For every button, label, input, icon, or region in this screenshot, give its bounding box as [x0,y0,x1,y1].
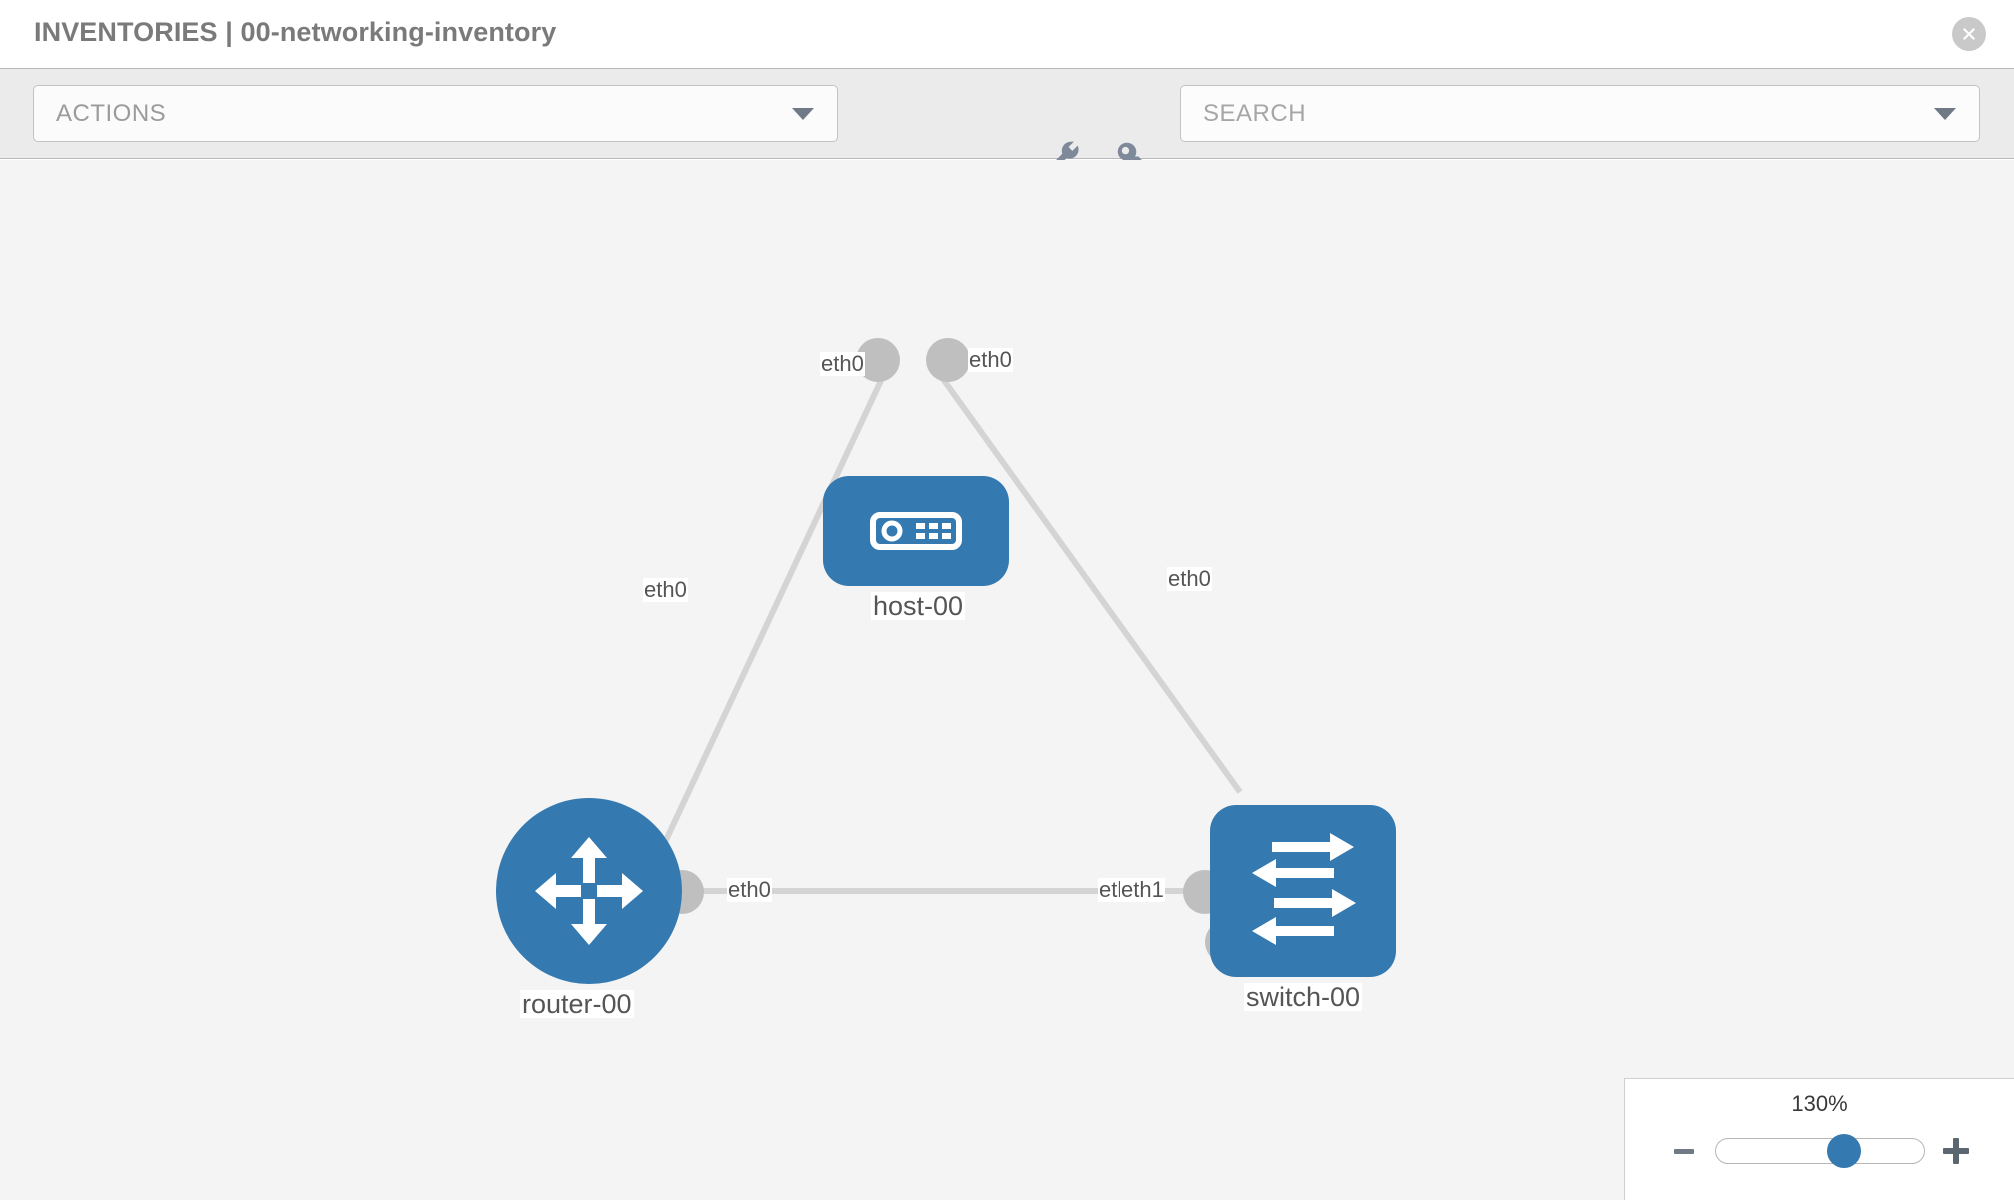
plus-icon[interactable] [1939,1134,1973,1168]
close-icon[interactable] [1952,17,1986,51]
node-router-00-label: router-00 [520,989,634,1019]
chevron-down-icon [792,107,814,120]
edge-label-host00-switch00-target: eth0 [1167,566,1212,592]
search-field[interactable] [1180,85,1980,142]
search-input[interactable] [1203,99,1903,128]
close-x-glyph [1963,28,1975,40]
node-router-00-shape[interactable] [496,798,682,984]
page-title: INVENTORIES | 00-networking-inventory [34,17,557,47]
zoom-slider[interactable] [1714,1134,1925,1168]
server-icon [870,512,962,550]
node-switch-00-shape[interactable] [1210,805,1396,977]
minus-glyph [1673,1149,1694,1154]
chevron-down-icon[interactable] [1934,107,1956,120]
zoom-slider-thumb[interactable] [1827,1134,1862,1168]
actions-dropdown[interactable]: ACTIONS [33,85,838,142]
plus-glyph [1942,1138,1969,1164]
link-host00-router00[interactable] [635,370,888,902]
node-host-00-shape[interactable] [823,476,1009,586]
router-arrows-icon [535,837,643,945]
switch-arrows-icon [1252,833,1356,945]
actions-dropdown-label: ACTIONS [56,99,167,127]
zoom-panel: 130% [1624,1078,2014,1200]
zoom-level-value: 130% [1791,1091,1848,1116]
app-header: INVENTORIES | 00-networking-inventory [0,0,2014,69]
edge-label-router00-switch00-target: eth1 [1120,877,1165,903]
node-host-00-label: host-00 [871,591,966,621]
connector-host00-right [926,338,970,382]
node-switch-00-label: switch-00 [1244,982,1363,1012]
minus-icon[interactable] [1667,1134,1701,1168]
edge-label-host00-switch00-source: eth0 [968,347,1013,373]
edge-label-host00-router00-source: eth0 [820,351,865,377]
zoom-controls [1625,1129,2014,1173]
key-icon[interactable] [1110,135,1154,179]
key-glyph [1117,142,1143,164]
topology-links [635,370,1243,902]
toolbar: ACTIONS [0,69,2014,173]
edge-label-router00-switch00-source: eth0 [727,877,772,903]
edge-label-host00-router00-target: eth0 [643,577,688,603]
topology-canvas[interactable]: host-00 router-00 [0,160,2014,1200]
link-host00-switch00[interactable] [935,370,1243,794]
